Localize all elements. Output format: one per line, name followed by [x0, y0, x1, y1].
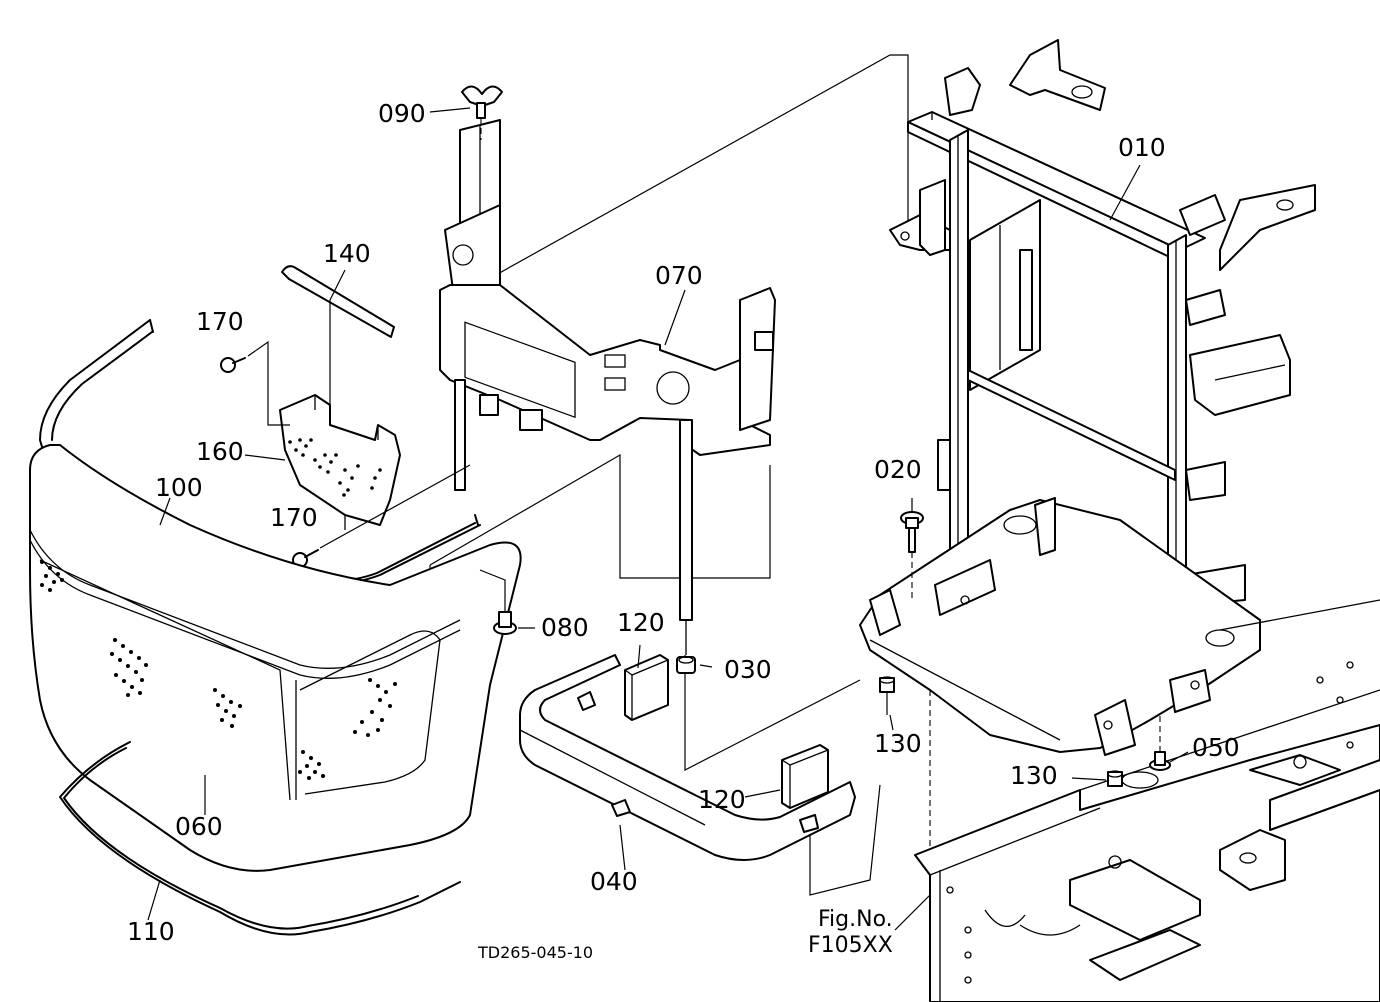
part-070-bracket: [439, 119, 776, 655]
part-010-frame: [859, 39, 1316, 756]
part-170-screws: [220, 340, 471, 568]
nut-130-left: [879, 676, 895, 715]
part-160-grille: [279, 394, 401, 530]
label-170-lower: 170: [270, 503, 318, 532]
label-020: 020: [874, 455, 922, 484]
part-130-nuts: [879, 676, 1123, 787]
label-170-upper: 170: [196, 307, 244, 336]
part-labels: 090 010 140 070 170 160 020 100 170 120 …: [127, 99, 1240, 946]
label-100: 100: [155, 473, 203, 502]
label-030: 030: [724, 655, 772, 684]
label-130-right: 130: [1010, 761, 1058, 790]
label-110: 110: [127, 917, 175, 946]
label-leader-lines: [147, 107, 1141, 931]
part-140-rubber-strip: [281, 265, 395, 338]
part-050-bolt: [1149, 715, 1189, 771]
label-160: 160: [196, 437, 244, 466]
figure-reference: Fig.No. F105XX: [808, 907, 893, 958]
label-120-upper: 120: [617, 608, 665, 637]
tractor-frame-background: [914, 599, 1380, 1002]
screw-170-upper: [220, 340, 290, 426]
label-120-lower: 120: [698, 785, 746, 814]
part-060-front-hood: [29, 444, 522, 872]
nut-130-right: [1071, 770, 1123, 787]
label-130-left: 130: [874, 729, 922, 758]
part-090-wing-bolt: [461, 85, 503, 140]
part-120-pads: [624, 654, 829, 809]
label-060: 060: [175, 812, 223, 841]
part-080-bolt: [479, 569, 517, 635]
part-040-bottom-cover: [519, 654, 856, 861]
drawing-number: TD265-045-10: [477, 943, 593, 962]
label-040: 040: [590, 867, 638, 896]
label-010: 010: [1118, 133, 1166, 162]
label-080: 080: [541, 613, 589, 642]
part-030-grommet: [676, 656, 696, 674]
label-140: 140: [323, 239, 371, 268]
label-070: 070: [655, 261, 703, 290]
part-110-lower-seal: [59, 741, 461, 936]
part-020-bolt: [900, 498, 924, 600]
label-090: 090: [378, 99, 426, 128]
label-050: 050: [1192, 733, 1240, 762]
figure-ref-line1: Fig.No.: [818, 907, 893, 932]
figure-ref-line2: F105XX: [808, 933, 893, 958]
